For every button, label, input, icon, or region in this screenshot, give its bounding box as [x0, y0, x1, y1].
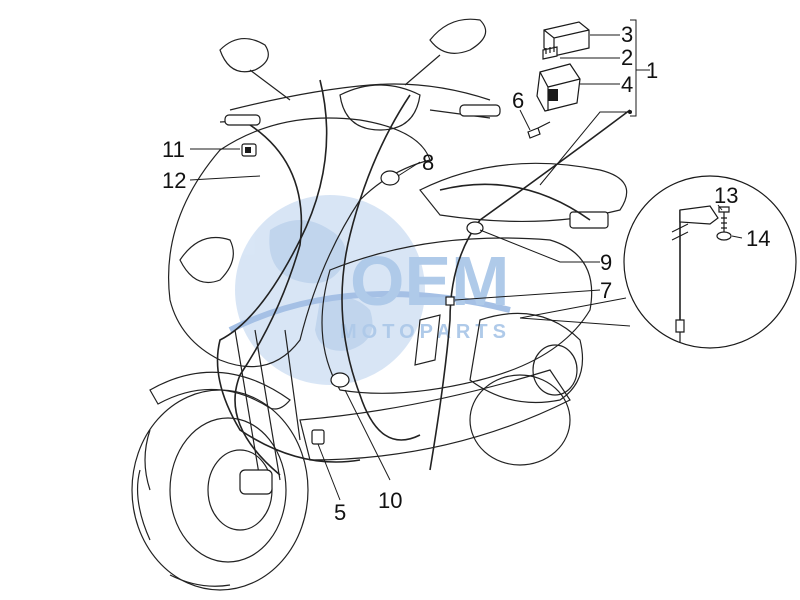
- mirror-right: [404, 18, 487, 86]
- part-5-connector: [311, 429, 325, 445]
- rear-tire: [469, 374, 571, 466]
- callout-14: 14: [746, 226, 770, 251]
- part-7-tie: [445, 296, 455, 306]
- part-6-screw: [527, 121, 551, 139]
- leader-8: [397, 161, 421, 177]
- leader-5: [317, 443, 341, 501]
- leader-lines: [189, 19, 743, 501]
- callout-7: 7: [600, 278, 612, 303]
- part-8-ring: [380, 170, 400, 186]
- front-rim: [169, 417, 287, 563]
- cable-front-brake: [216, 79, 361, 463]
- part-9-ring: [466, 221, 484, 235]
- cable-throttle: [341, 94, 421, 441]
- callout-13: 13: [714, 183, 738, 208]
- detail-bracket: [679, 205, 719, 225]
- leader-1-bracket: [630, 19, 650, 117]
- cable-rear-brake: [429, 109, 631, 471]
- front-mudguard: [149, 371, 291, 410]
- callout-9: 9: [600, 250, 612, 275]
- leader-12: [189, 175, 261, 181]
- leader-10: [344, 389, 391, 481]
- part-11-clip-inner: [245, 147, 251, 153]
- rear-hub: [532, 344, 578, 396]
- callout-6: 6: [512, 88, 524, 113]
- cable-left: [234, 124, 303, 476]
- small-parts: [241, 21, 590, 445]
- callout-2: 2: [621, 45, 633, 70]
- part-4-holder-slot: [548, 89, 558, 101]
- cables: [216, 79, 631, 476]
- callout-10: 10: [378, 488, 402, 513]
- leader-9: [479, 229, 600, 263]
- front-fork: [234, 329, 301, 481]
- part-8-ring-lower: [330, 372, 350, 388]
- handlebar-grip-left: [224, 114, 261, 126]
- side-vent: [414, 314, 441, 366]
- scooter-drawing: [131, 18, 628, 591]
- detail-hatch: [671, 223, 689, 241]
- seat: [419, 162, 628, 223]
- watermark: OEM MOTOPARTS: [228, 195, 511, 385]
- instrument-cluster: [339, 84, 421, 131]
- watermark-continents: [269, 220, 373, 351]
- callout-11: 11: [162, 137, 185, 162]
- handlebar: [219, 83, 491, 123]
- front-fairing: [167, 117, 431, 368]
- front-caliper: [239, 469, 273, 495]
- callout-4: 4: [621, 72, 633, 97]
- detail-cable-end: [675, 319, 685, 342]
- leader-14: [731, 235, 743, 239]
- watermark-swoosh: [228, 291, 511, 333]
- leader-6: [519, 109, 531, 131]
- detail-pointer: [519, 297, 631, 327]
- floorboard: [299, 369, 571, 461]
- part-13-bolt: [718, 206, 730, 232]
- headlight: [179, 236, 234, 284]
- handlebar-grip-right: [459, 104, 501, 117]
- leader-7: [454, 289, 601, 301]
- callout-8: 8: [422, 150, 434, 175]
- mirror-left: [219, 38, 291, 101]
- callout-3: 3: [621, 22, 633, 47]
- leader-1-dot: [628, 110, 632, 114]
- leader-1-pointer: [539, 111, 630, 186]
- callout-1: 1: [646, 58, 658, 83]
- front-tire-tread: [136, 429, 231, 587]
- cable-seat-release: [439, 183, 591, 221]
- part-4-holder: [536, 63, 581, 112]
- detail-circle: [623, 175, 797, 349]
- callout-12: 12: [162, 168, 186, 193]
- watermark-brand: OEM: [350, 242, 509, 320]
- detail-inset: [519, 175, 797, 349]
- front-tire: [131, 389, 309, 591]
- part-2-clip: [542, 46, 558, 60]
- leader-13: [717, 204, 723, 211]
- callouts: 3 2 1 4 6 11 12 8 13 14 9 7 10 5: [162, 22, 770, 525]
- rear-engine: [469, 312, 584, 404]
- watermark-sub: MOTOPARTS: [340, 321, 511, 343]
- callout-5: 5: [334, 500, 346, 525]
- part-14-washer: [716, 231, 732, 241]
